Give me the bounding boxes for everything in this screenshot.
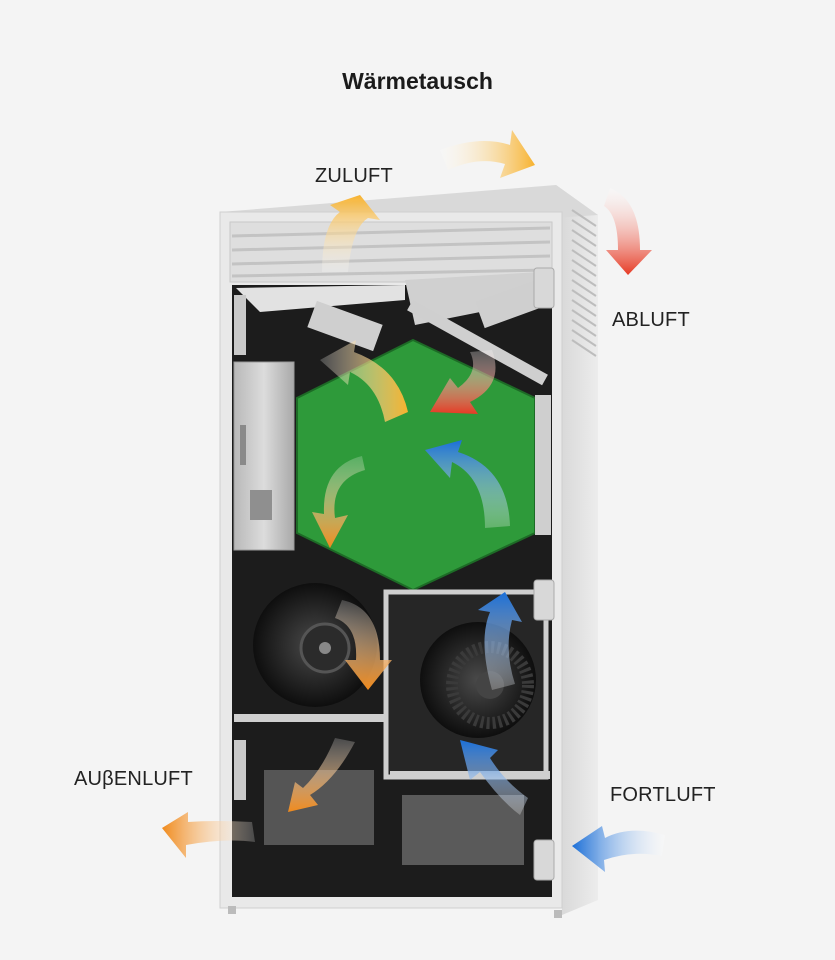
diagram-title: Wärmetausch <box>342 68 493 94</box>
outdoor-inner-arrow <box>312 456 365 548</box>
lower-right-module <box>402 795 524 865</box>
cabinet-foot <box>554 910 562 918</box>
connector <box>250 490 272 520</box>
hinge-bottom-left <box>234 740 246 800</box>
fortluft-arrow <box>572 826 665 872</box>
latch-bottom-right <box>533 839 555 881</box>
fortluft-inner-arrow <box>460 740 528 815</box>
latch-mid-right <box>533 579 555 621</box>
filter-right-top <box>475 279 547 329</box>
extract-inner-arrow <box>425 440 510 528</box>
control-box <box>233 361 295 551</box>
label-zuluft: ZULUFT <box>315 165 393 187</box>
cabinet-side-panel <box>556 185 598 915</box>
aussenluft-arrow <box>162 812 255 858</box>
latch-top-right <box>533 267 555 309</box>
label-abluft: ABLUFT <box>612 309 690 331</box>
upper-ducts <box>234 267 555 386</box>
exchanger-side-bracket <box>535 395 551 535</box>
cabinet-foot <box>228 906 236 914</box>
filter-left-top <box>307 300 383 352</box>
outdoor-lower-arrow <box>288 738 355 812</box>
exhaust-inner-arrow <box>430 350 496 414</box>
hinge-top-left <box>234 295 246 355</box>
abluft-arrow <box>604 188 652 275</box>
supply-inner-arrow <box>320 340 408 422</box>
side-vent-grille <box>571 209 597 357</box>
supply-fan-arrow <box>335 600 392 690</box>
zuluft-arrow <box>322 195 380 272</box>
heat-exchange-arrow <box>440 130 535 178</box>
top-louvre-panel <box>229 221 553 283</box>
exhaust-fan <box>420 622 536 738</box>
label-aussenluft: AUβENLUFT <box>74 768 193 790</box>
exhaust-fan-arrow <box>478 592 522 690</box>
label-fortluft: FORTLUFT <box>610 784 716 806</box>
